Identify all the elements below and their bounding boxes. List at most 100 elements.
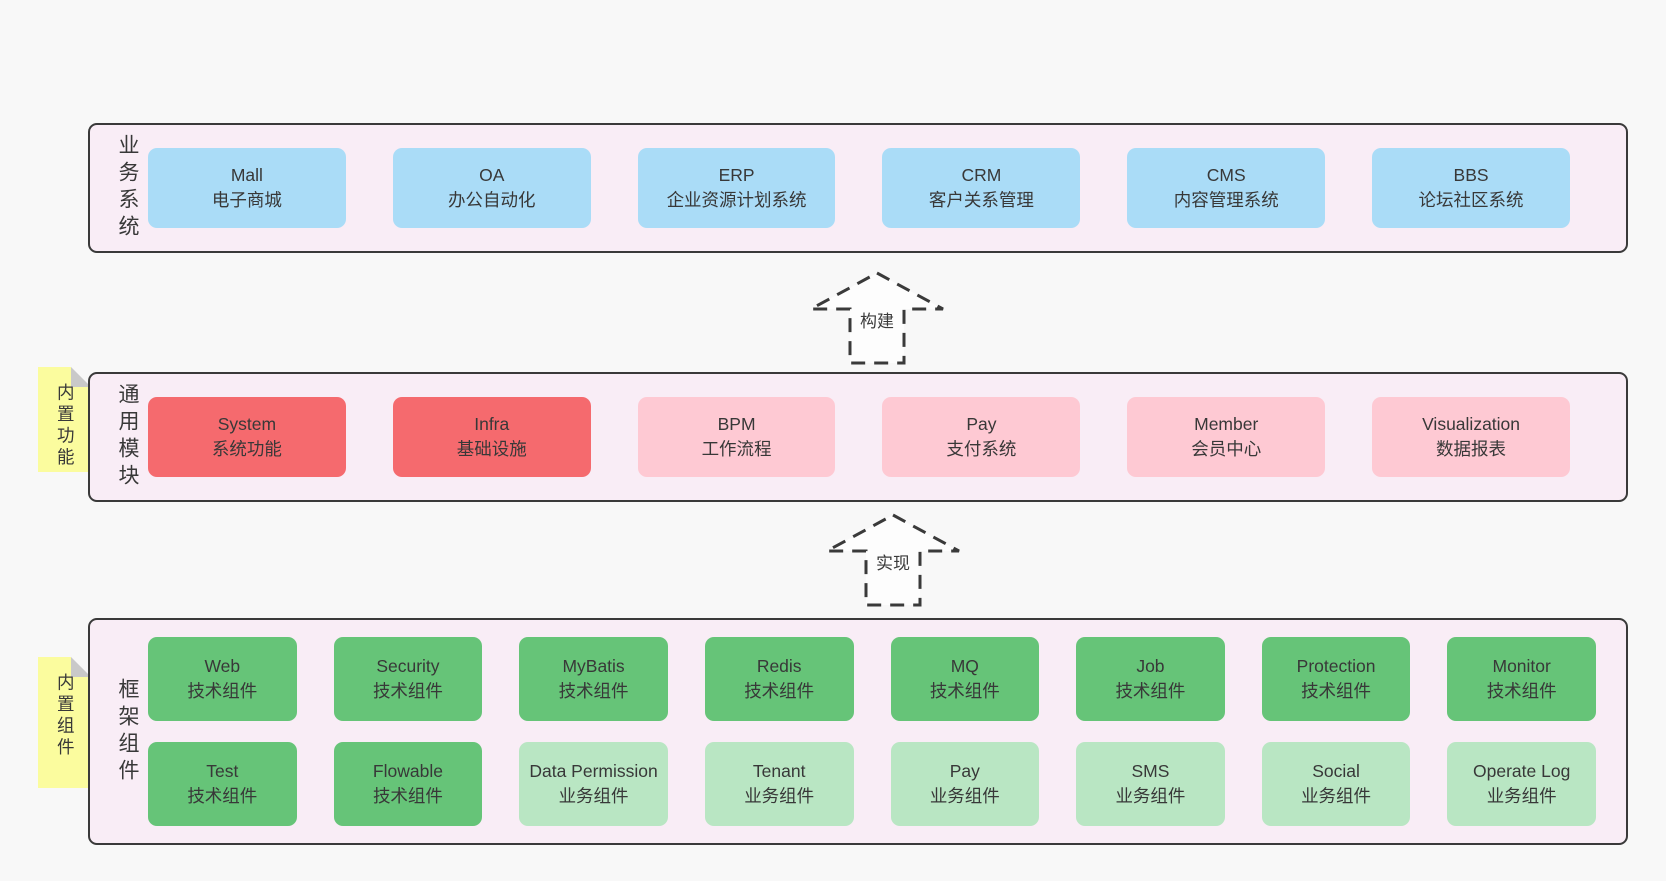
box-member: Member 会员中心	[1127, 397, 1326, 477]
box-desc: 业务组件	[558, 786, 629, 806]
box-name: Visualization	[1422, 414, 1521, 435]
box-web: Web 技术组件	[148, 637, 297, 721]
box-name: Pay	[966, 414, 997, 435]
box-data-permission: Data Permission 业务组件	[519, 742, 668, 826]
box-name: System	[217, 414, 277, 435]
box-mq: MQ 技术组件	[890, 637, 1040, 721]
arrow-build: 构建	[807, 270, 947, 366]
box-protection: Protection 技术组件	[1261, 637, 1411, 721]
modules-boxes-row: System 系统功能 Infra 基础设施 BPM 工作流程 Pay 支付系统…	[138, 374, 1626, 500]
box-name: Flowable	[372, 761, 443, 782]
box-monitor: Monitor 技术组件	[1447, 637, 1596, 721]
box-tenant: Tenant 业务组件	[704, 742, 854, 826]
box-name: Redis	[756, 656, 802, 677]
box-name: Job	[1136, 656, 1165, 677]
box-desc: 技术组件	[1486, 681, 1557, 701]
box-name: Member	[1194, 414, 1259, 435]
box-erp: ERP 企业资源计划系统	[637, 148, 836, 228]
box-name: OA	[479, 165, 505, 186]
box-desc: 技术组件	[1301, 681, 1372, 701]
box-name: ERP	[718, 165, 755, 186]
band-label-business-systems: 业务系统	[116, 134, 139, 242]
box-desc: 业务组件	[1301, 786, 1372, 806]
box-test: Test 技术组件	[148, 742, 297, 826]
box-social: Social 业务组件	[1261, 742, 1411, 826]
box-redis: Redis 技术组件	[704, 637, 854, 721]
box-desc: 业务组件	[929, 786, 1000, 806]
box-name: Web	[204, 656, 241, 677]
box-name: CRM	[961, 165, 1002, 186]
band-framework-components: 框架组件 Web 技术组件 Security 技术组件 MyBatis 技术组件…	[88, 618, 1628, 845]
arrow-implement-label: 实现	[876, 554, 910, 573]
box-desc: 技术组件	[558, 681, 629, 701]
box-security: Security 技术组件	[333, 637, 483, 721]
box-name: Data Permission	[529, 761, 658, 782]
box-system: System 系统功能	[148, 397, 346, 477]
sticky-note-built-in-features: 内置功能	[38, 367, 91, 472]
box-name: SMS	[1131, 761, 1170, 782]
box-sms: SMS 业务组件	[1076, 742, 1225, 826]
sticky-note-label: 内置功能	[55, 383, 76, 469]
components-boxes-grid: Web 技术组件 Security 技术组件 MyBatis 技术组件 Redi…	[138, 620, 1626, 843]
band-label-framework-components: 框架组件	[116, 677, 139, 786]
box-desc: 企业资源计划系统	[666, 190, 807, 210]
box-name: MyBatis	[562, 656, 625, 677]
box-name: MQ	[950, 656, 979, 677]
box-bpm: BPM 工作流程	[637, 397, 836, 477]
box-name: CMS	[1206, 165, 1246, 186]
box-desc: 工作流程	[701, 439, 772, 459]
box-name: Test	[206, 761, 239, 782]
box-desc: 会员中心	[1191, 439, 1262, 459]
box-oa: OA 办公自动化	[392, 148, 591, 228]
box-name: Tenant	[752, 761, 806, 782]
box-desc: 支付系统	[946, 439, 1017, 459]
box-name: Mall	[230, 165, 263, 186]
box-desc: 技术组件	[372, 681, 443, 701]
up-arrow-icon	[810, 271, 944, 365]
box-name: Social	[1312, 761, 1360, 782]
box-desc: 技术组件	[372, 786, 443, 806]
box-desc: 业务组件	[1115, 786, 1186, 806]
box-desc: 技术组件	[744, 681, 815, 701]
box-name: Protection	[1296, 656, 1376, 677]
up-arrow-icon	[826, 513, 960, 607]
arrow-implement: 实现	[823, 512, 963, 608]
box-name: BBS	[1453, 165, 1489, 186]
box-name: Monitor	[1492, 656, 1551, 677]
box-desc: 业务组件	[744, 786, 815, 806]
components-row-2: Test 技术组件 Flowable 技术组件 Data Permission …	[148, 742, 1596, 826]
sticky-note-built-in-components: 内置组件	[38, 657, 91, 788]
band-label-common-modules: 通用模块	[116, 383, 139, 491]
box-name: Security	[376, 656, 440, 677]
box-name: Pay	[949, 761, 980, 782]
box-flowable: Flowable 技术组件	[333, 742, 483, 826]
box-name: BPM	[717, 414, 756, 435]
components-row-1: Web 技术组件 Security 技术组件 MyBatis 技术组件 Redi…	[148, 637, 1596, 721]
box-job: Job 技术组件	[1076, 637, 1225, 721]
box-visualization: Visualization 数据报表	[1372, 397, 1570, 477]
box-infra: Infra 基础设施	[392, 397, 591, 477]
box-desc: 客户关系管理	[928, 190, 1034, 210]
band-business-systems: 业务系统 Mall 电子商城 OA 办公自动化 ERP 企业资源计划系统 CRM…	[88, 123, 1628, 253]
box-desc: 基础设施	[456, 439, 527, 459]
sticky-note-label: 内置组件	[55, 673, 76, 759]
box-crm: CRM 客户关系管理	[882, 148, 1081, 228]
box-mall: Mall 电子商城	[148, 148, 346, 228]
box-operate-log: Operate Log 业务组件	[1447, 742, 1596, 826]
box-pay: Pay 支付系统	[882, 397, 1081, 477]
box-desc: 技术组件	[929, 681, 1000, 701]
box-name: Operate Log	[1473, 761, 1571, 782]
band-common-modules: 通用模块 System 系统功能 Infra 基础设施 BPM 工作流程 Pay…	[88, 372, 1628, 502]
box-mybatis: MyBatis 技术组件	[519, 637, 668, 721]
box-desc: 技术组件	[1115, 681, 1186, 701]
box-desc: 数据报表	[1436, 439, 1507, 459]
box-name: Infra	[474, 414, 510, 435]
box-desc: 办公自动化	[447, 190, 536, 210]
box-desc: 电子商城	[211, 190, 282, 210]
arrow-build-label: 构建	[860, 312, 894, 331]
box-desc: 技术组件	[187, 681, 258, 701]
box-bbs: BBS 论坛社区系统	[1372, 148, 1570, 228]
box-pay-business: Pay 业务组件	[890, 742, 1040, 826]
box-desc: 内容管理系统	[1173, 190, 1279, 210]
box-cms: CMS 内容管理系统	[1127, 148, 1326, 228]
